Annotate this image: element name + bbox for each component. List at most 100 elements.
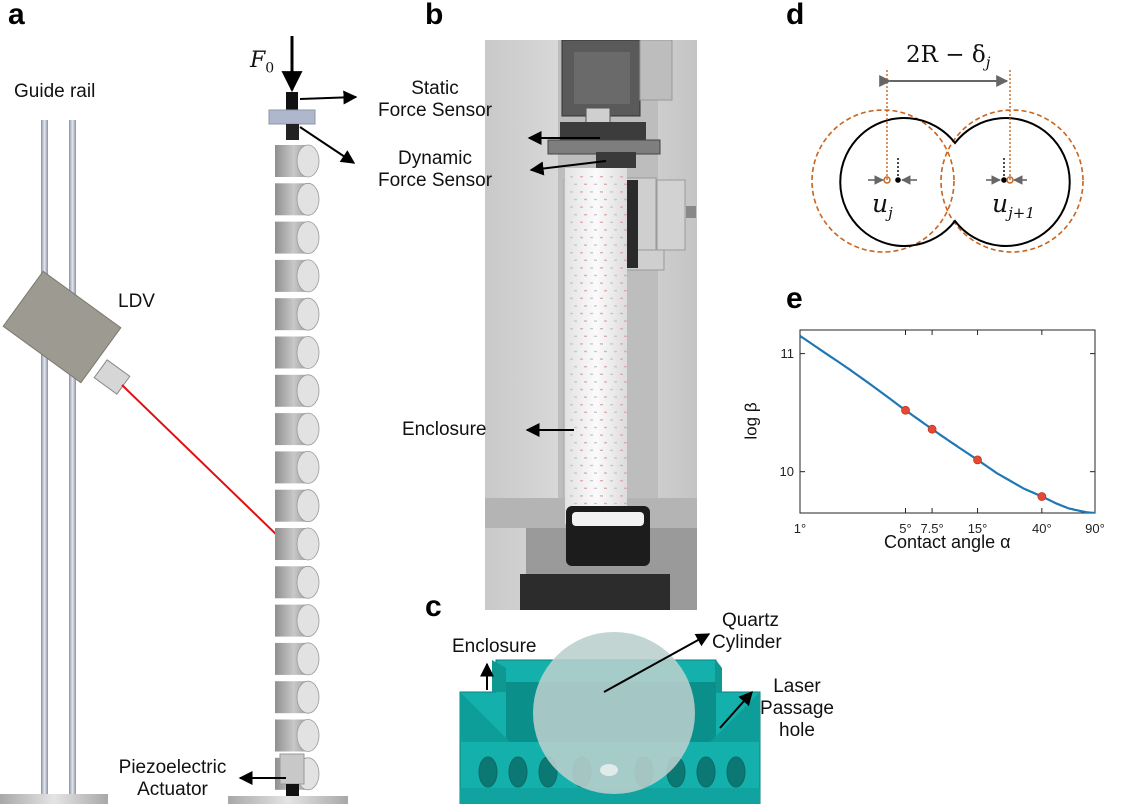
static-sensor-pointer bbox=[299, 90, 358, 105]
particle bbox=[275, 642, 320, 676]
tube-marking bbox=[620, 191, 623, 193]
dynamic-line-2: Force Sensor bbox=[377, 170, 493, 191]
tube-marking bbox=[580, 312, 583, 315]
actuator-line-2: Actuator bbox=[137, 779, 208, 800]
tube-marking bbox=[594, 320, 597, 322]
guide-rail-right bbox=[69, 120, 76, 800]
tube-marking bbox=[584, 426, 587, 429]
tube-marking bbox=[624, 198, 627, 201]
tube-marking bbox=[604, 259, 607, 261]
tube-marking bbox=[624, 305, 627, 307]
tube-marking bbox=[584, 229, 587, 231]
tube-marking bbox=[590, 176, 593, 178]
tube-marking bbox=[574, 502, 577, 505]
tube-marking bbox=[594, 274, 597, 277]
tube-marking bbox=[620, 282, 623, 284]
tube-marking bbox=[570, 480, 573, 482]
u-left-label: uj bbox=[872, 189, 893, 222]
tube-marking bbox=[570, 419, 573, 421]
tube-marking bbox=[610, 252, 613, 254]
tube-marking bbox=[600, 328, 603, 330]
tube-marking bbox=[620, 252, 623, 254]
right-particle-dashed bbox=[940, 109, 1084, 253]
tube-marking bbox=[570, 206, 573, 208]
quartz-cylinder bbox=[533, 632, 695, 794]
plot-ticks bbox=[799, 330, 1096, 513]
tube-marking bbox=[620, 267, 623, 269]
tube-marking bbox=[620, 176, 623, 178]
tube-marking bbox=[604, 487, 607, 489]
tube-marking bbox=[620, 449, 623, 451]
tube-marking bbox=[614, 350, 617, 353]
tube-marking bbox=[604, 198, 607, 201]
tube-marking bbox=[580, 252, 583, 254]
enclosure-label-c: Enclosure bbox=[452, 636, 537, 657]
tube-marking bbox=[604, 320, 607, 322]
tube-marking bbox=[570, 236, 573, 239]
tube-marking bbox=[600, 388, 603, 391]
tube-marking bbox=[580, 388, 583, 391]
particle bbox=[275, 221, 320, 255]
tube-marking bbox=[620, 388, 623, 391]
tube-marking bbox=[590, 480, 593, 482]
tube-marking bbox=[620, 373, 623, 375]
tube-marking bbox=[600, 206, 603, 208]
tube-marking bbox=[614, 305, 617, 307]
tube-marking bbox=[590, 373, 593, 375]
dynamic-sensor-pointer-b bbox=[529, 160, 607, 176]
tube-marking bbox=[570, 191, 573, 193]
tube-marking bbox=[604, 274, 607, 277]
tube-marking bbox=[580, 358, 583, 360]
tube-marking bbox=[620, 495, 623, 497]
actuator-line-1: Piezoelectric bbox=[118, 757, 227, 778]
panel-label-e: e bbox=[786, 282, 803, 315]
tube-marking bbox=[600, 464, 603, 467]
ldv-lens bbox=[93, 359, 131, 395]
tube-marking bbox=[574, 366, 577, 368]
tube-marking bbox=[570, 221, 573, 223]
tube-marking bbox=[574, 472, 577, 474]
tube-marking bbox=[620, 434, 623, 436]
tube-marking bbox=[574, 214, 577, 216]
tube-marking bbox=[610, 419, 613, 421]
tube-marking bbox=[594, 350, 597, 353]
tube-marking bbox=[594, 472, 597, 474]
laser-line-2: Passage bbox=[760, 698, 834, 719]
tube-marking bbox=[614, 487, 617, 489]
tube-marking bbox=[580, 282, 583, 284]
tube-marking bbox=[600, 373, 603, 375]
tube-marking bbox=[580, 191, 583, 193]
tube-marking bbox=[594, 366, 597, 368]
tube-marking bbox=[590, 388, 593, 391]
quartz-line-2: Cylinder bbox=[712, 632, 782, 653]
tube-marking bbox=[610, 495, 613, 497]
tube-marking bbox=[574, 487, 577, 489]
contact-pair-outline bbox=[839, 117, 1071, 247]
tube-marking bbox=[584, 244, 587, 246]
tube-marking bbox=[594, 214, 597, 216]
tube-marking bbox=[570, 373, 573, 375]
tube-marking bbox=[610, 373, 613, 375]
x-tick-label: 1° bbox=[793, 521, 807, 536]
tube-marking bbox=[584, 320, 587, 322]
tube-marking bbox=[594, 502, 597, 505]
tube-marking bbox=[584, 290, 587, 292]
panel-label-a: a bbox=[8, 0, 25, 31]
quartz-cylinder-label: Quartz Cylinder bbox=[712, 610, 782, 654]
tube-marking bbox=[584, 274, 587, 277]
tube-marking bbox=[570, 328, 573, 330]
static-force-sensor-label: Static Force Sensor bbox=[355, 78, 515, 122]
tube-marking bbox=[594, 381, 597, 383]
quartz-pointer bbox=[603, 633, 711, 693]
tube-marking bbox=[574, 244, 577, 246]
tube-marking bbox=[610, 282, 613, 284]
tube-marking bbox=[624, 335, 627, 337]
tube-marking bbox=[584, 472, 587, 474]
tube-marking bbox=[610, 191, 613, 193]
tube-marking bbox=[614, 244, 617, 246]
tube-marking bbox=[610, 404, 613, 406]
tube-marking bbox=[620, 312, 623, 315]
tube-marking bbox=[610, 221, 613, 223]
tube-marking bbox=[620, 206, 623, 208]
particle bbox=[275, 565, 320, 599]
